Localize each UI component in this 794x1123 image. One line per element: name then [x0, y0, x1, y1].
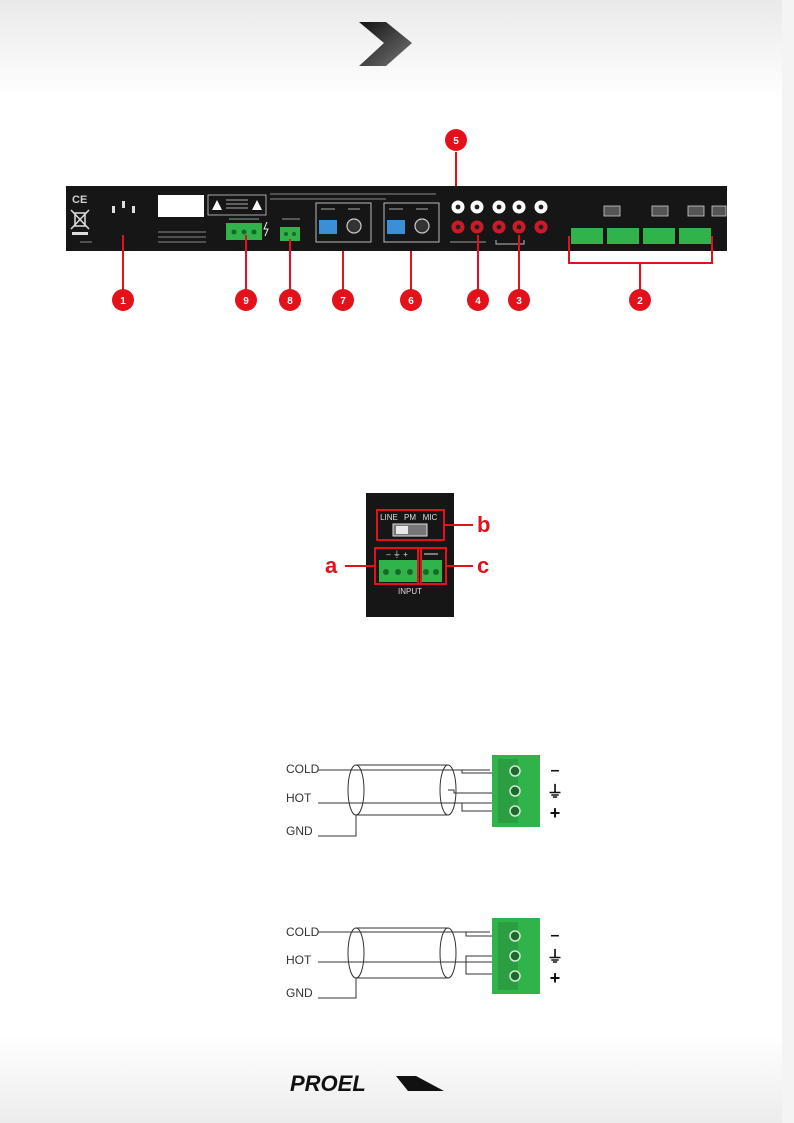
- callout-badge-2: 2: [629, 289, 651, 311]
- fine-print: [80, 193, 436, 243]
- callout-number: 9: [243, 296, 249, 307]
- power-inlet: [112, 201, 135, 213]
- wire-label-gnd: GND: [286, 986, 313, 1000]
- wire-label-hot: HOT: [286, 791, 312, 805]
- wiring-diagram-1: COLD HOT GND – ⏚ +: [286, 755, 563, 838]
- callout-badge-1: 1: [112, 289, 134, 311]
- callout-badge-8: 8: [279, 289, 301, 311]
- callout-badge-4: 4: [467, 289, 489, 311]
- callout-number: 6: [408, 296, 414, 307]
- ce-mark: CE: [72, 194, 87, 206]
- callout-number: 5: [453, 136, 459, 147]
- callout-number: 7: [340, 296, 346, 307]
- switch-label-mic: MIC: [423, 513, 438, 522]
- wire-label-cold: COLD: [286, 762, 320, 776]
- weee-bin-icon: [70, 209, 90, 235]
- symbol-minus: –: [551, 927, 560, 944]
- input-module-6: [383, 202, 440, 243]
- rear-panel-callouts: 5 1 9 8 7 6 4 3 2: [112, 129, 713, 311]
- rca-jacks: [450, 200, 548, 245]
- callout-letter-a: a: [325, 553, 338, 578]
- switch-label-pm: PM: [404, 513, 416, 522]
- cable-drawing: [318, 764, 496, 837]
- wire-label-gnd: GND: [286, 824, 313, 838]
- symbol-minus: –: [551, 762, 560, 779]
- callout-number: 2: [637, 296, 643, 307]
- callout-number: 3: [516, 296, 522, 307]
- mode-switch: LINE PM MIC: [380, 513, 438, 537]
- symbol-plus: +: [550, 968, 561, 988]
- callout-letter-c: c: [477, 553, 489, 578]
- callout-letter-b: b: [477, 512, 490, 537]
- callout-badge-5: 5: [445, 129, 467, 151]
- symbol-ground: ⏚: [547, 947, 563, 966]
- callout-badge-7: 7: [332, 289, 354, 311]
- symbol-plus: +: [550, 803, 561, 823]
- input-label: INPUT: [398, 587, 422, 596]
- callout-badge-9: 9: [235, 289, 257, 311]
- switch-label-line: LINE: [380, 513, 398, 522]
- terminal-plug: [492, 918, 540, 994]
- symbol-ground: ⏚: [547, 782, 563, 801]
- logo-text: PROEL: [290, 1071, 366, 1096]
- callout-number: 1: [120, 296, 126, 307]
- wiring-diagram-2: COLD HOT GND – ⏚ +: [286, 918, 563, 1000]
- serial-label: [158, 195, 204, 217]
- terminal-8: [280, 218, 300, 241]
- proel-logo: PROEL: [290, 1071, 444, 1096]
- footer-band: [0, 1035, 782, 1123]
- zone-inputs-2: [571, 205, 727, 244]
- chevron-right-icon: [359, 22, 412, 66]
- rear-panel-details: CE: [70, 193, 727, 245]
- terminal-block-3pin: [379, 560, 417, 582]
- module-face: [366, 493, 454, 617]
- detail-highlight-boxes: [345, 509, 473, 585]
- terminal-9: [226, 218, 269, 240]
- cable-drawing: [318, 927, 496, 999]
- wire-label-cold: COLD: [286, 925, 320, 939]
- callout-badge-3: 3: [508, 289, 530, 311]
- callout-badge-6: 6: [400, 289, 422, 311]
- page-edge-strip: [782, 0, 794, 1123]
- callout-leaders: [122, 152, 713, 290]
- terminal-signs: – ⏚ +: [386, 550, 408, 559]
- input-module-7: [315, 202, 372, 243]
- wire-label-hot: HOT: [286, 953, 312, 967]
- warning-label: [207, 194, 267, 216]
- logo-swoosh: [396, 1076, 444, 1091]
- terminal-block-2pin: [420, 553, 442, 582]
- callout-number: 8: [287, 296, 293, 307]
- terminal-plug: [492, 755, 540, 827]
- callout-number: 4: [475, 296, 481, 307]
- input-module-detail: LINE PM MIC – ⏚ + INPUT b a c: [325, 493, 490, 617]
